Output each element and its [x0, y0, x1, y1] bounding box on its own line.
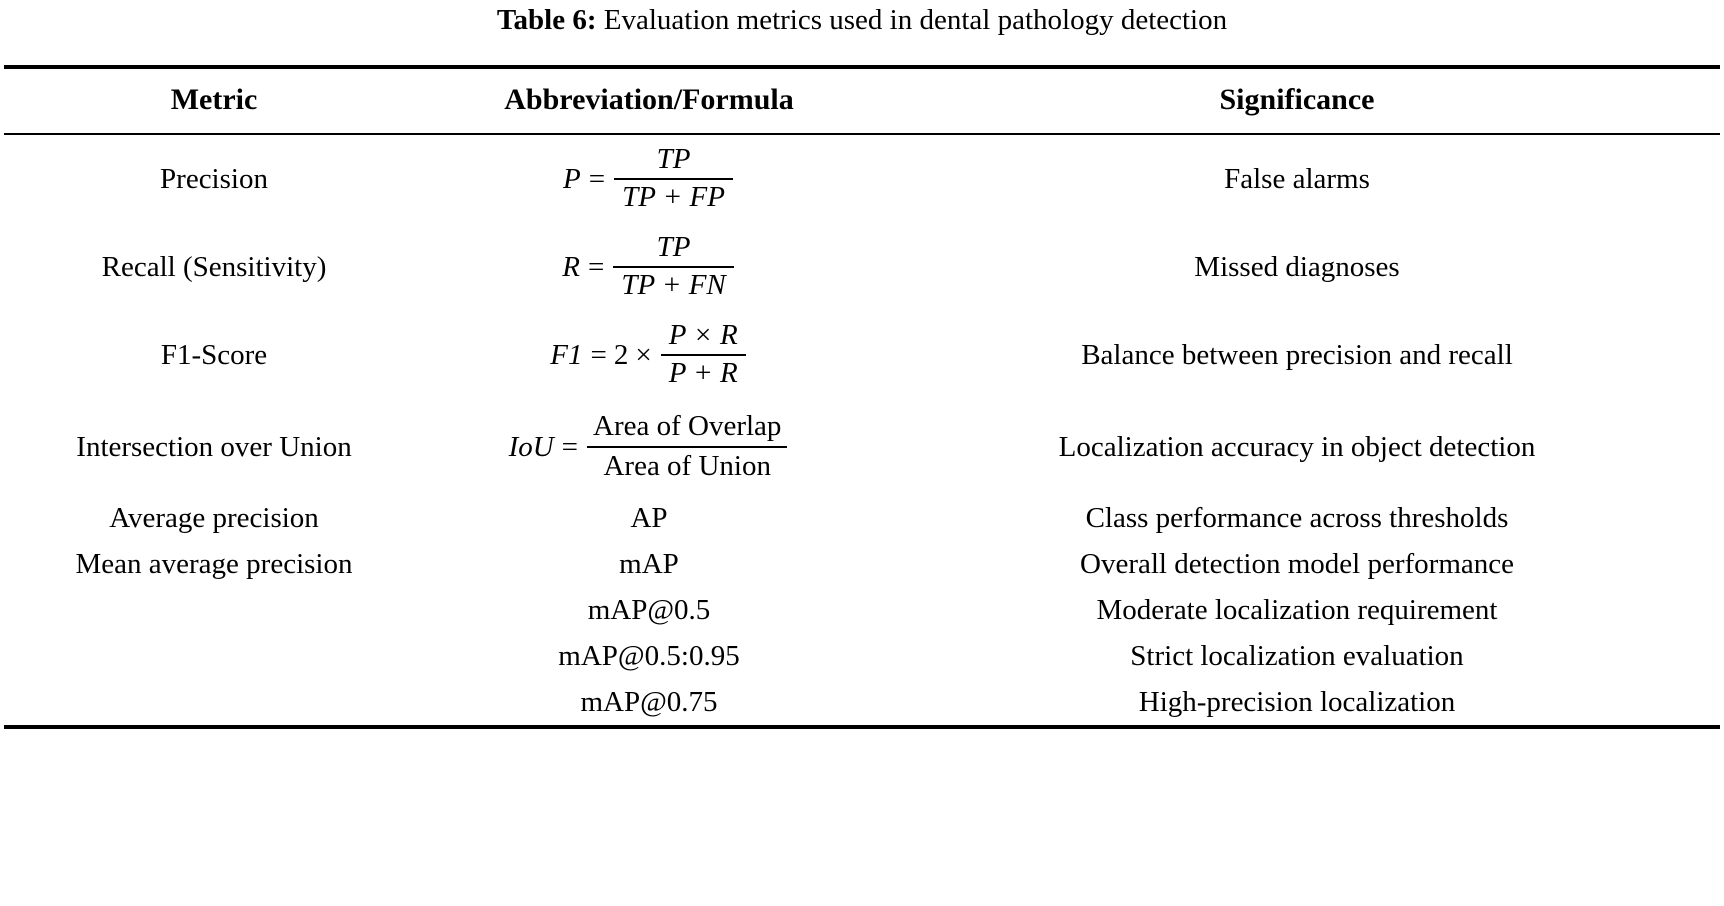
- table-row: F1-Score F1 = 2 × P × R P + R Balan: [4, 311, 1720, 399]
- table-caption: Table 6: Evaluation metrics used in dent…: [4, 0, 1720, 65]
- formula-f1score: F1 = 2 × P × R P + R: [550, 318, 747, 391]
- fraction-numerator: TP: [656, 231, 691, 264]
- formula-equals: =: [588, 162, 606, 195]
- cell-significance: Moderate localization requirement: [1096, 593, 1498, 626]
- caption-text: Evaluation metrics used in dental pathol…: [603, 4, 1228, 36]
- cell-formula: mAP: [619, 547, 679, 580]
- formula-fraction: TP TP + FN: [613, 230, 734, 303]
- formula-factor: 2: [613, 338, 629, 371]
- formula-lhs: R: [562, 250, 580, 283]
- cell-significance: Balance between precision and recall: [1081, 338, 1513, 371]
- formula-lhs: P: [563, 162, 581, 195]
- fraction-numerator: Area of Overlap: [593, 410, 782, 443]
- formula-equals: =: [561, 430, 579, 463]
- fraction-bar: [587, 446, 788, 448]
- cell-metric: [4, 679, 424, 725]
- cell-metric: [4, 633, 424, 679]
- formula-precision: P = TP TP + FP: [563, 142, 735, 215]
- formula-fraction: Area of Overlap Area of Union: [587, 408, 788, 485]
- cell-formula: mAP@0.5:0.95: [558, 639, 740, 672]
- cell-formula: mAP@0.75: [580, 685, 718, 718]
- cell-metric: Precision: [160, 162, 268, 195]
- column-header-significance: Significance: [1219, 83, 1375, 116]
- cell-metric: Average precision: [109, 501, 319, 534]
- fraction-numerator: TP: [656, 143, 691, 176]
- table-header-rule: [4, 133, 1720, 135]
- cell-metric: F1-Score: [160, 338, 268, 371]
- cell-significance: High-precision localization: [1138, 685, 1456, 718]
- formula-recall: R = TP TP + FN: [562, 230, 736, 303]
- cell-formula: mAP@0.5: [587, 593, 711, 626]
- formula-iou: IoU = Area of Overlap Area of Union: [509, 408, 790, 485]
- cell-metric: Intersection over Union: [76, 430, 352, 463]
- fraction-denominator: P + R: [668, 357, 738, 389]
- table-top-rule: [4, 65, 1720, 69]
- cell-formula: F1 = 2 × P × R P + R: [424, 311, 874, 399]
- table-row: mAP@0.75 High-precision localization: [4, 679, 1720, 725]
- table-row: mAP@0.5 Moderate localization requiremen…: [4, 587, 1720, 633]
- cell-formula: R = TP TP + FN: [424, 223, 874, 311]
- fraction-numerator: P × R: [668, 319, 738, 352]
- cell-significance: Missed diagnoses: [1194, 250, 1400, 283]
- table-row: Mean average precision mAP Overall detec…: [4, 541, 1720, 587]
- cell-formula: AP: [630, 501, 668, 534]
- fraction-bar: [660, 354, 746, 356]
- cell-metric: Mean average precision: [75, 547, 353, 580]
- formula-fraction: TP TP + FP: [614, 142, 733, 215]
- cell-metric: Recall (Sensitivity): [101, 250, 327, 283]
- formula-times: ×: [635, 338, 652, 371]
- cell-metric: [4, 587, 424, 633]
- cell-significance: False alarms: [1224, 162, 1370, 195]
- metrics-table-body: Precision P = TP TP + FP False alarms: [4, 135, 1720, 725]
- table-row: mAP@0.5:0.95 Strict localization evaluat…: [4, 633, 1720, 679]
- table-row: Recall (Sensitivity) R = TP TP + FN Miss…: [4, 223, 1720, 311]
- column-header-metric: Metric: [170, 83, 258, 116]
- formula-fraction: P × R P + R: [660, 318, 746, 391]
- metrics-table: Metric Abbreviation/Formula Significance: [4, 69, 1720, 133]
- table-row: Intersection over Union IoU = Area of Ov…: [4, 399, 1720, 495]
- cell-formula: P = TP TP + FP: [424, 135, 874, 223]
- fraction-denominator: TP + FP: [622, 181, 725, 213]
- cell-formula: IoU = Area of Overlap Area of Union: [424, 399, 874, 495]
- fraction-bar: [614, 178, 733, 180]
- cell-significance: Class performance across thresholds: [1085, 501, 1509, 534]
- table-row: Precision P = TP TP + FP False alarms: [4, 135, 1720, 223]
- fraction-denominator: Area of Union: [603, 450, 771, 482]
- formula-lhs: IoU: [508, 430, 554, 463]
- fraction-bar: [613, 266, 734, 268]
- table-bottom-rule: [4, 725, 1720, 729]
- cell-significance: Strict localization evaluation: [1130, 639, 1464, 672]
- fraction-denominator: TP + FN: [621, 269, 726, 301]
- table-header-row: Metric Abbreviation/Formula Significance: [4, 69, 1720, 133]
- formula-equals: =: [590, 338, 607, 371]
- table-row: Average precision AP Class performance a…: [4, 495, 1720, 541]
- cell-significance: Overall detection model performance: [1080, 547, 1514, 580]
- caption-label: Table 6:: [496, 4, 597, 36]
- cell-significance: Localization accuracy in object detectio…: [1058, 430, 1536, 463]
- formula-equals: =: [587, 250, 605, 283]
- formula-lhs: F1: [550, 338, 583, 371]
- column-header-formula: Abbreviation/Formula: [504, 83, 794, 116]
